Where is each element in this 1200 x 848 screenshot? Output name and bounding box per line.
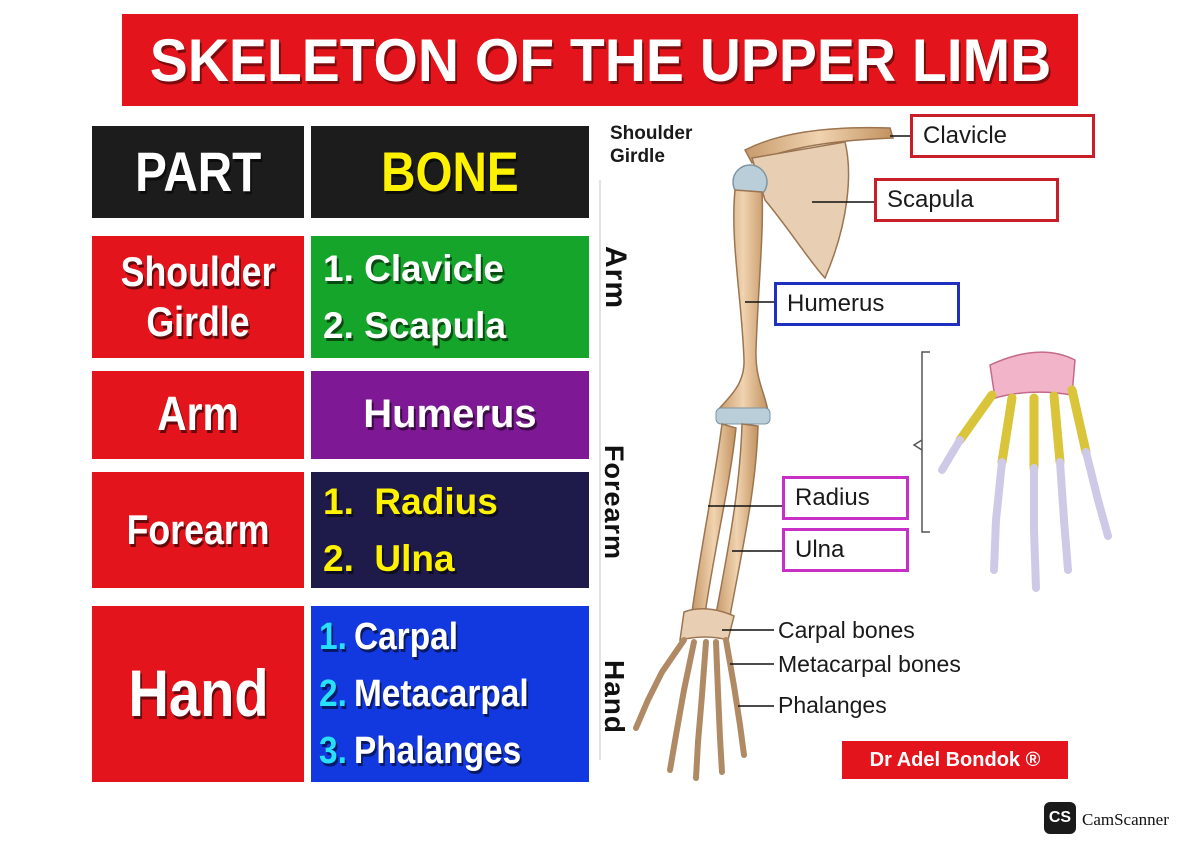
inset-carpals: [989, 351, 1076, 399]
label-shoulder-girdle: Shoulder Girdle: [610, 123, 692, 169]
label-humerus-box: Humerus: [774, 282, 960, 326]
part-line: Shoulder: [120, 248, 276, 296]
camscanner-logo-icon: CS: [1044, 802, 1076, 834]
bone-name: Metacarpal: [353, 672, 529, 715]
region-label-arm: Arm: [599, 246, 632, 310]
part-label-forearm: Forearm: [127, 505, 270, 555]
bone-scapula: 2. Scapula: [323, 305, 507, 346]
bone-humerus: Humerus: [363, 392, 537, 437]
bone-list-hand: 1.Carpal 2.Metacarpal 3.Phalanges: [319, 609, 529, 780]
label-metacarpal-bones: Metacarpal bones: [778, 651, 961, 677]
part-cell-forearm: Forearm: [92, 472, 304, 588]
bone-cell-shoulder-girdle: 1. Clavicle 2. Scapula: [311, 236, 589, 358]
header-part-cell: PART: [92, 126, 304, 218]
part-line: Girdle: [146, 298, 250, 345]
inset-bracket: [912, 351, 930, 533]
bone-list-shoulder-girdle: 1. Clavicle 2. Scapula: [323, 240, 506, 355]
region-label-forearm: Forearm: [599, 445, 629, 561]
label-clavicle-box: Clavicle: [910, 114, 1095, 158]
bone-phalanges: 3.Phalanges: [319, 723, 529, 780]
bone-number: 3.: [319, 729, 347, 772]
label-carpal-bones: Carpal bones: [778, 617, 915, 643]
part-cell-hand: Hand: [92, 606, 304, 782]
part-cell-shoulder-girdle: Shoulder Girdle: [92, 236, 304, 358]
pointer-lines: [708, 135, 910, 707]
carpal-bones: [679, 608, 735, 641]
inset-phalanges: [938, 436, 1112, 592]
label-phalanges: Phalanges: [778, 692, 887, 718]
bone-cell-forearm: 1. Radius 2. Ulna: [311, 472, 589, 588]
bone-name: Phalanges: [353, 729, 522, 772]
elbow-joint: [715, 407, 771, 425]
part-label-hand: Hand: [128, 655, 268, 733]
camscanner-watermark: CamScanner: [1082, 810, 1169, 829]
bone-carpal: 1.Carpal: [319, 609, 529, 666]
bone-radius: 1. Radius: [323, 480, 498, 522]
label-scapula-box: Scapula: [874, 178, 1059, 222]
label-ulna-box: Ulna: [782, 528, 909, 572]
part-label-arm: Arm: [157, 387, 239, 444]
bone-metacarpal: 2.Metacarpal: [319, 666, 529, 723]
label-radius-box: Radius: [782, 476, 909, 520]
label-line: Shoulder: [610, 123, 693, 144]
bone-cell-arm: Humerus: [311, 371, 589, 459]
bone-number: 1.: [319, 615, 347, 658]
bone-cell-hand: 1.Carpal 2.Metacarpal 3.Phalanges: [311, 606, 589, 782]
label-line: Girdle: [610, 145, 665, 167]
part-line: Forearm: [126, 506, 270, 554]
header-part-label: PART: [134, 139, 262, 203]
part-line: Hand: [127, 656, 269, 731]
title-banner: SKELETON OF THE UPPER LIMB: [122, 14, 1078, 106]
scapula-bone: [751, 141, 850, 280]
region-label-hand: Hand: [599, 660, 630, 734]
page-title: SKELETON OF THE UPPER LIMB: [149, 26, 1051, 94]
part-label-shoulder-girdle: Shoulder Girdle: [121, 247, 276, 346]
bone-name: Carpal: [353, 615, 459, 658]
author-credit-badge: Dr Adel Bondok ®: [842, 741, 1068, 779]
bone-ulna: 2. Ulna: [323, 538, 455, 579]
bone-list-forearm: 1. Radius 2. Ulna: [323, 473, 498, 588]
humerus-bone: [716, 189, 769, 413]
metacarpal-and-phalanges: [633, 637, 747, 781]
header-bone-label: BONE: [381, 139, 519, 203]
bone-clavicle: 1. Clavicle: [323, 247, 505, 289]
part-line: Arm: [157, 387, 239, 441]
inset-metacarpals: [955, 385, 1091, 473]
header-bone-cell: BONE: [311, 126, 589, 218]
part-cell-arm: Arm: [92, 371, 304, 459]
bone-number: 2.: [319, 672, 347, 715]
